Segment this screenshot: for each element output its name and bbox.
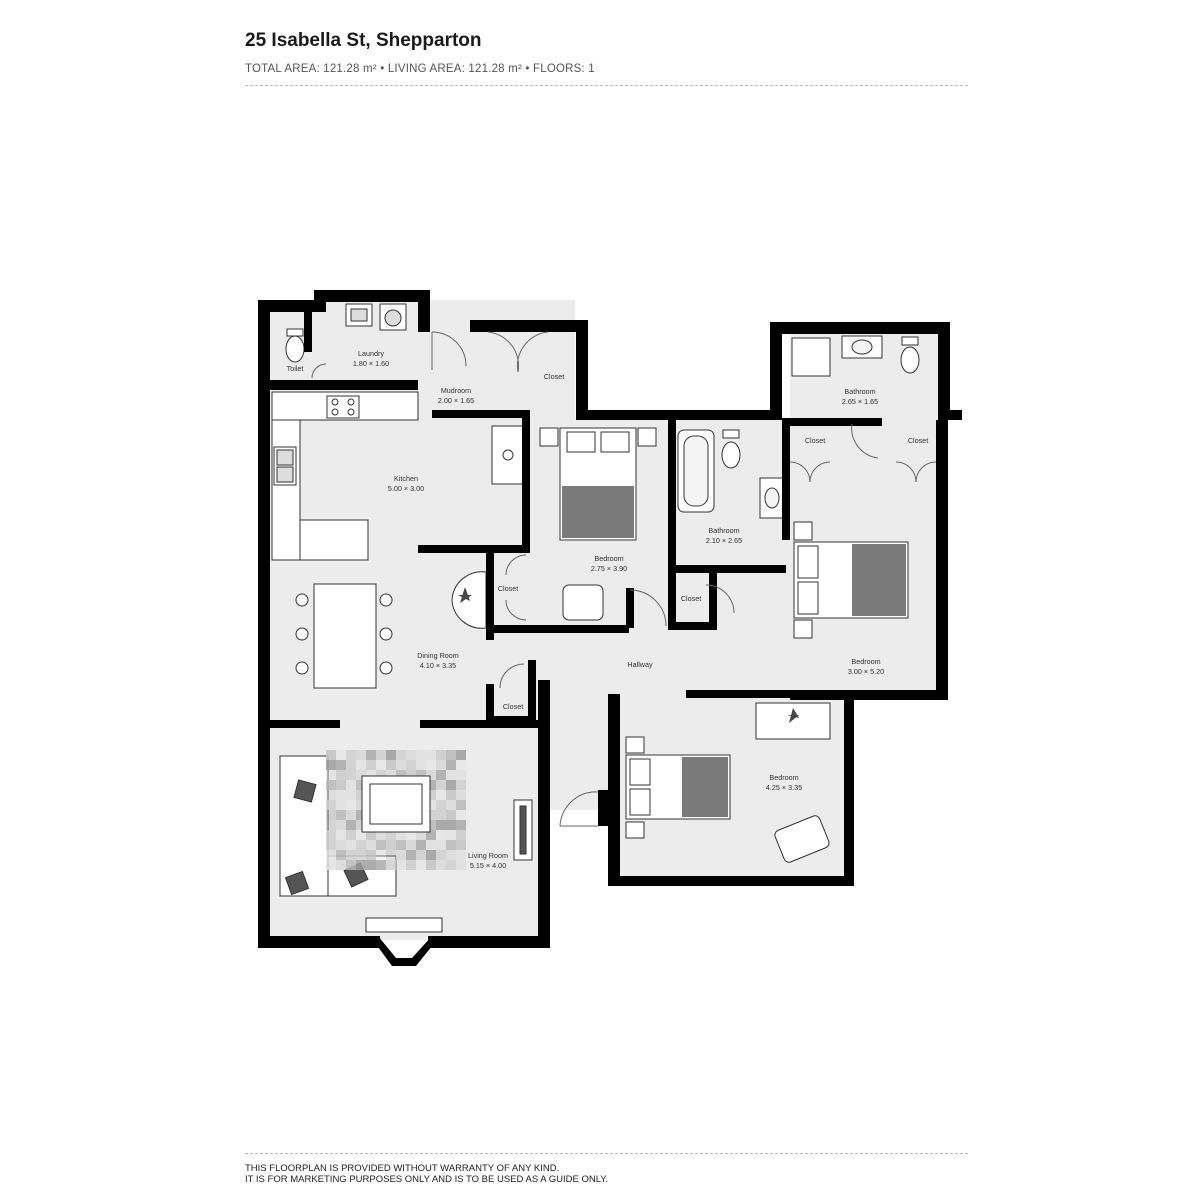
armchair-icon [562,584,604,621]
door-swings [311,331,937,827]
label-bathroom-top: Bathroom [844,387,875,396]
walls [258,290,962,966]
disclaimer-line-2: IT IS FOR MARKETING PURPOSES ONLY AND IS… [245,1174,609,1185]
header-divider [245,85,968,86]
label-bedroom-center: Bedroom [594,554,623,563]
size-kitchen: 5.00 × 3.00 [388,484,424,493]
label-mudroom: Mudroom [441,386,471,395]
size-mudroom: 2.00 × 1.65 [438,396,474,405]
label-closet-bed-right: Closet [908,436,928,445]
label-bedroom-bottom: Bedroom [769,773,798,782]
size-bedroom-right: 3.00 × 5.20 [848,667,884,676]
label-dining: Dining Room [417,651,459,660]
size-bedroom-center: 2.75 × 3.90 [591,564,627,573]
label-bathroom-mid: Bathroom [708,526,739,535]
area-stats: TOTAL AREA: 121.28 m² • LIVING AREA: 121… [245,63,595,75]
recliner-icon [774,815,830,863]
fireplace-icon [365,917,443,933]
toilet-icon [285,328,305,363]
bed-right-icon [793,541,909,619]
dining-chairs [295,593,393,675]
label-closet-center: Closet [498,584,518,593]
label-closet-bed-left: Closet [805,436,825,445]
toilet-icon [721,429,741,469]
bed-bottom-icon [625,754,731,820]
label-hallway: Hallway [627,660,653,669]
furniture [271,303,920,933]
room-labels: Toilet Laundry 1.80 × 1.60 Mudroom 2.00 … [287,349,929,870]
sofa-icon [279,755,397,897]
label-kitchen: Kitchen [394,474,418,483]
size-laundry: 1.80 × 1.60 [353,359,389,368]
size-living: 5.15 × 4.00 [470,861,506,870]
kitchen-counter-side [271,419,301,561]
dining-table [313,583,377,689]
label-closet-mudroom: Closet [544,372,564,381]
size-bathroom-mid: 2.10 × 2.65 [706,536,742,545]
label-laundry: Laundry [358,349,384,358]
size-dining: 4.10 × 3.35 [420,661,456,670]
bed-center-icon [559,427,637,541]
coffee-table [361,775,431,833]
disclaimer-line-1: THIS FLOORPLAN IS PROVIDED WITHOUT WARRA… [245,1163,560,1174]
label-living: Living Room [468,851,508,860]
cooktop-icon [326,395,360,419]
shower-icon [791,337,831,377]
size-bedroom-bottom: 4.25 × 3.35 [766,783,802,792]
disclaimer: THIS FLOORPLAN IS PROVIDED WITHOUT WARRA… [245,1163,608,1185]
label-bedroom-right: Bedroom [851,657,880,666]
label-toilet: Toilet [287,364,304,373]
footer-divider [245,1153,968,1154]
toilet-icon [900,336,920,374]
address-title: 25 Isabella St, Shepparton [245,30,482,51]
label-closet-hall: Closet [681,594,701,603]
label-closet-dining: Closet [503,702,523,711]
size-bathroom-top: 2.65 × 1.65 [842,397,878,406]
